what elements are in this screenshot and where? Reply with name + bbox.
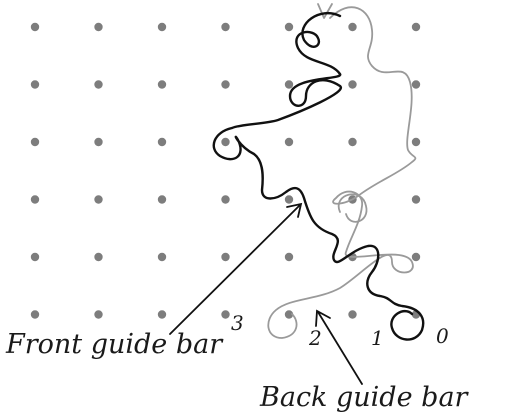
- grid-dot: [30, 22, 40, 32]
- grid-dot: [411, 195, 421, 204]
- grid-dot: [284, 252, 294, 262]
- front-guide-bar-pointer: [169, 204, 301, 335]
- grid-dot: [157, 80, 167, 89]
- grid-dot: [348, 137, 357, 147]
- grid-dot: [94, 195, 103, 204]
- grid-dot: [284, 195, 294, 204]
- grid-dot: [411, 22, 421, 32]
- grid-dot: [411, 80, 421, 89]
- back-lap-loop-mid: [337, 193, 368, 223]
- back-lap-tick-top: [317, 3, 333, 19]
- grid-dot: [221, 195, 230, 204]
- column-number-0: 0: [436, 324, 449, 348]
- grid-dot: [221, 252, 230, 262]
- grid-dot: [30, 310, 40, 319]
- grid-dot: [157, 252, 167, 262]
- grid-dot: [94, 22, 103, 32]
- back-guide-bar-pointer: [317, 311, 363, 385]
- grid-dot: [284, 80, 294, 89]
- grid-dot: [411, 252, 421, 262]
- grid-dot: [348, 80, 357, 89]
- grid-dot: [221, 80, 230, 89]
- grid-dot: [284, 137, 294, 147]
- grid-dot: [157, 22, 167, 32]
- front-guide-bar-lapping: [212, 11, 425, 341]
- grid-dot: [30, 137, 40, 147]
- grid-dot: [94, 80, 103, 89]
- grid-dot: [348, 22, 357, 32]
- back-guide-bar-label: Back guide bar: [259, 382, 470, 413]
- grid-dot: [94, 137, 103, 147]
- grid-dot: [30, 195, 40, 204]
- grid-dot: [30, 80, 40, 89]
- grid-dot: [221, 310, 230, 319]
- grid-dot: [30, 252, 40, 262]
- grid-dot: [284, 310, 294, 319]
- column-number-3: 3: [231, 311, 244, 335]
- grid-dot: [157, 310, 167, 319]
- front-lap-path: [212, 11, 425, 341]
- front-guide-bar-arrowhead: [286, 202, 303, 218]
- grid-dot: [157, 137, 167, 147]
- back-guide-bar-lapping: [267, 3, 417, 339]
- column-number-2: 2: [308, 326, 322, 350]
- grid-dot: [94, 252, 103, 262]
- grid-dot: [221, 137, 230, 147]
- front-guide-bar-label: Front guide bar: [5, 329, 224, 360]
- column-number-1: 1: [371, 326, 384, 350]
- grid-dot: [411, 137, 421, 147]
- grid-dot: [221, 22, 230, 32]
- grid-dot: [348, 310, 357, 319]
- back-guide-bar-arrowhead: [315, 309, 331, 327]
- grid-dot: [94, 310, 103, 319]
- back-lap-path: [267, 6, 417, 339]
- grid-dot: [157, 195, 167, 204]
- point-paper-dot-grid: [30, 22, 421, 319]
- grid-dot: [284, 22, 294, 32]
